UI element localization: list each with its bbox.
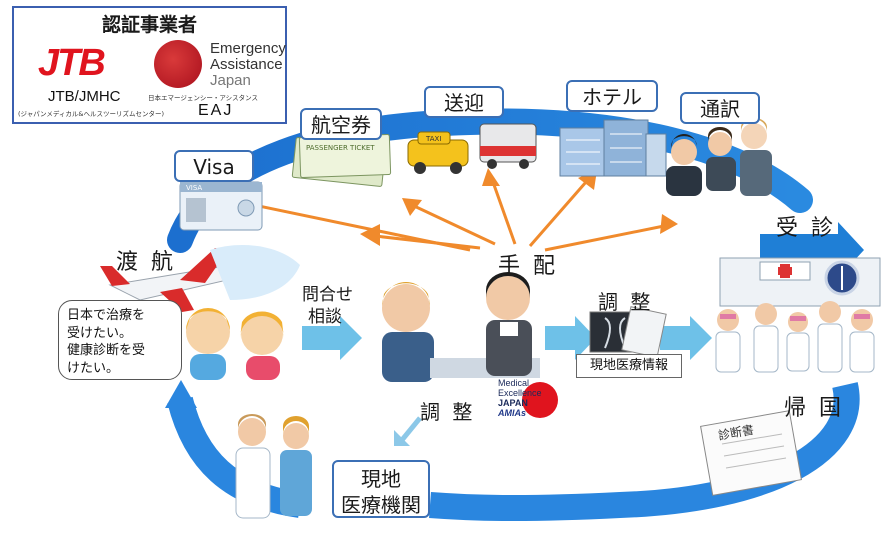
certificate-text: 診断書	[717, 422, 755, 443]
bubble-line4: けたい。	[67, 360, 120, 376]
coordination-arrow-hospital	[660, 316, 712, 360]
mej-line4: AMIAs	[498, 408, 527, 418]
local-institution-line2: 医療機関	[341, 493, 421, 517]
medical-certificate-illustration	[700, 410, 802, 496]
ticket-text: PASSENGER TICKET	[306, 144, 375, 152]
certified-operators-box: 認証事業者 JTB JTB/JMHC (ジャパンメディカル&ヘルスツーリズムセン…	[12, 6, 287, 124]
mej-logo-circle	[522, 382, 558, 418]
local-medical-info-label: 現地医療情報	[576, 354, 682, 378]
interpreter-label: 通訳	[680, 92, 760, 124]
eaj-name: EAJ	[198, 102, 234, 119]
certified-operators-title: 認証事業者	[101, 14, 197, 36]
hotel-label: ホテル	[566, 80, 658, 112]
consultation-label: 受 診	[776, 216, 836, 241]
local-medical-institution-label: 現地 医療機関	[332, 460, 430, 518]
coordination-label-top: 調 整	[598, 290, 654, 314]
inquiry-label-line2: 相談	[308, 307, 342, 327]
coordination-label-bottom: 調 整	[420, 400, 476, 424]
arrangement-arrows	[229, 181, 665, 252]
vehicles-illustration	[407, 123, 537, 174]
medical-info-illustration	[589, 306, 667, 358]
patient-speech-bubble: 日本で治療を 受けたい。 健康診断を受 けたい。	[58, 300, 182, 380]
hospital-staff-illustration	[715, 301, 875, 373]
jtb-subname: (ジャパンメディカル&ヘルスツーリズムセンター)	[18, 110, 164, 118]
jtb-logo: JTB	[38, 42, 106, 84]
mej-line2: Excellence	[498, 388, 542, 398]
mej-line3: JAPAN	[498, 398, 528, 408]
bubble-line2: 受けたい。	[67, 325, 133, 341]
inquiry-arrow	[302, 316, 362, 360]
eaj-line2: Assistance	[210, 56, 283, 73]
visa-label: Visa	[174, 150, 254, 182]
ticket-illustration	[291, 134, 392, 187]
bubble-line1: 日本で治療を	[67, 308, 146, 323]
mej-logo: Medical Excellence JAPAN AMIAs	[498, 378, 542, 418]
bubble-line3: 健康診断を受	[67, 343, 146, 359]
patients-illustration	[186, 308, 284, 380]
consultation-scene-illustration	[382, 272, 540, 382]
map-illustration	[210, 245, 300, 300]
travel-label: 渡 航	[116, 250, 176, 275]
eaj-line3: Japan	[210, 72, 251, 89]
jtb-name: JTB/JMHC	[48, 88, 121, 105]
taxi-text: TAXI	[425, 135, 441, 143]
inquiry-label-line1: 問合せ	[302, 285, 353, 305]
visa-card-text: VISA	[186, 184, 202, 192]
hotel-illustration	[559, 119, 667, 177]
mej-line1: Medical	[498, 378, 530, 388]
visa-card-illustration	[179, 181, 263, 231]
coordination-arrow-down	[394, 416, 422, 446]
arrangement-label: 手 配	[498, 254, 558, 279]
eaj-subname: 日本エマージェンシー・アシスタンス	[148, 94, 258, 102]
eaj-logo-circle	[154, 40, 202, 88]
local-institution-line1: 現地	[361, 467, 401, 491]
coordination-arrow-right	[545, 316, 596, 360]
eaj-line1: Emergency	[210, 40, 286, 57]
interpreter-people-illustration	[666, 118, 772, 196]
air-ticket-label: 航空券	[300, 108, 382, 140]
arrangement-arrowheads	[218, 168, 678, 246]
return-home-label: 帰 国	[784, 396, 844, 421]
local-doctors-illustration	[235, 414, 312, 519]
transfer-label: 送迎	[424, 86, 504, 118]
hospital-illustration	[719, 257, 881, 307]
